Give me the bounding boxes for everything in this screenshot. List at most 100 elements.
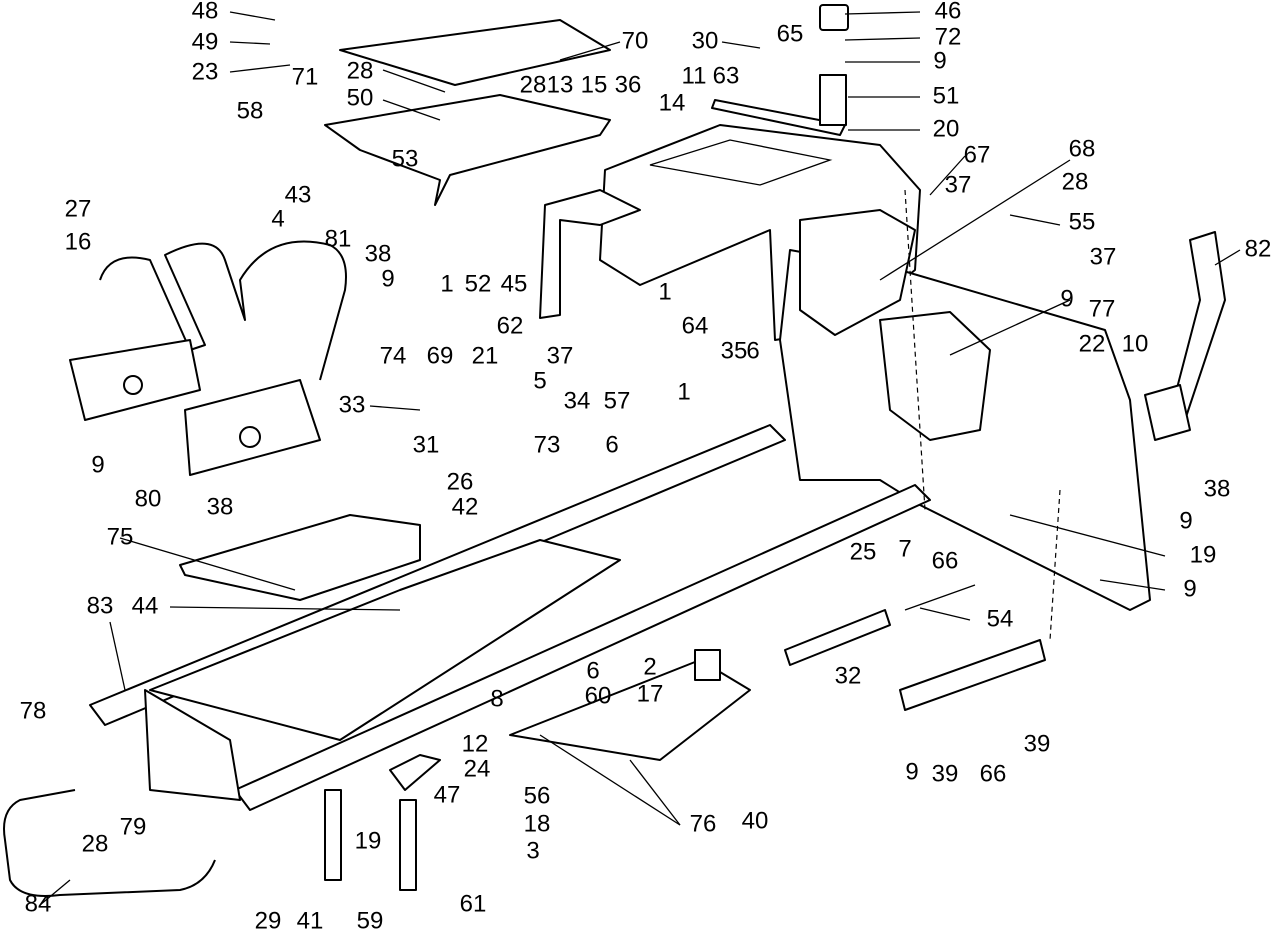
callout: 40 xyxy=(742,807,769,834)
callout: 57 xyxy=(604,387,631,414)
callout: 77 xyxy=(1089,295,1116,322)
callout: 32 xyxy=(835,662,862,689)
bracket-66 xyxy=(784,609,891,666)
callout: 9 xyxy=(381,265,394,292)
callout: 18 xyxy=(524,810,551,837)
callout: 74 xyxy=(380,342,407,369)
callout: 62 xyxy=(497,312,524,339)
callout: 11 xyxy=(682,62,707,89)
callout: 12 xyxy=(462,730,489,757)
spring xyxy=(819,74,847,126)
callout: 60 xyxy=(585,682,612,709)
callout: 55 xyxy=(1069,208,1096,235)
callout: 37 xyxy=(547,342,574,369)
callout: 20 xyxy=(933,115,960,142)
front-bumper xyxy=(3,789,216,897)
callout: 42 xyxy=(452,493,479,520)
footrest-left xyxy=(179,514,421,601)
callout: 37 xyxy=(945,171,972,198)
callout: 48 xyxy=(192,0,219,24)
callout: 38 xyxy=(207,493,234,520)
callout: 28 xyxy=(520,71,547,98)
callout: 63 xyxy=(713,62,740,89)
footrest-right xyxy=(509,659,751,761)
steering-bracket xyxy=(539,189,641,319)
callout: 6 xyxy=(605,431,618,458)
callout: 37 xyxy=(1090,243,1117,270)
roll-bar xyxy=(99,240,347,381)
callout: 6 xyxy=(586,657,599,684)
callout: 41 xyxy=(297,907,324,934)
frame-rail-right xyxy=(234,484,931,811)
callout: 76 xyxy=(690,810,717,837)
callout: 71 xyxy=(292,63,319,90)
callout: 46 xyxy=(935,0,962,24)
callout: 16 xyxy=(65,228,92,255)
seat-plate xyxy=(339,19,611,86)
callout: 61 xyxy=(460,890,487,917)
callout: 31 xyxy=(413,431,440,458)
callout: 2 xyxy=(643,653,656,680)
callout: 70 xyxy=(622,27,649,54)
callout: 47 xyxy=(434,781,461,808)
callout: 72 xyxy=(935,23,962,50)
callout: 49 xyxy=(192,28,219,55)
leader-lines xyxy=(39,11,1241,906)
callout: 24 xyxy=(464,755,491,782)
callout: 10 xyxy=(1122,330,1149,357)
front-axle-support xyxy=(144,689,241,801)
callout: 29 xyxy=(255,907,282,934)
callout: 28 xyxy=(1062,168,1089,195)
callout: 9 xyxy=(91,451,104,478)
callout: 66 xyxy=(980,760,1007,787)
callout: 26 xyxy=(447,468,474,495)
callout: 56 xyxy=(524,782,551,809)
callout: 50 xyxy=(347,84,374,111)
callout: 34 xyxy=(564,387,591,414)
callout: 79 xyxy=(120,813,147,840)
callout: 68 xyxy=(1069,135,1096,162)
callout: 59 xyxy=(357,907,384,934)
top-bar xyxy=(711,99,846,136)
callout: 39 xyxy=(1024,730,1051,757)
callout: 44 xyxy=(132,592,159,619)
callout: 66 xyxy=(932,547,959,574)
callout: 9 xyxy=(1179,507,1192,534)
callout-labels: 48 49 23 58 70 71 28 50 28 13 15 36 30 6… xyxy=(20,0,1272,934)
pin-59 xyxy=(324,789,342,881)
callout: 28 xyxy=(82,830,109,857)
callout: 3 xyxy=(526,837,539,864)
callout: 9 xyxy=(1183,575,1196,602)
callout: 53 xyxy=(392,145,419,172)
callout: 75 xyxy=(107,523,134,550)
callout: 30 xyxy=(692,27,719,54)
callout: 1 xyxy=(440,270,453,297)
callout: 9 xyxy=(905,758,918,785)
callout: 17 xyxy=(637,680,664,707)
callout: 69 xyxy=(427,342,454,369)
callout: 1 xyxy=(677,378,690,405)
callout: 73 xyxy=(534,431,561,458)
callout: 19 xyxy=(355,827,382,854)
callout: 1 xyxy=(658,278,671,305)
callout: 15 xyxy=(581,71,608,98)
callout: 27 xyxy=(65,195,92,222)
callout: 33 xyxy=(339,391,366,418)
battery-box xyxy=(799,209,916,336)
callout: 38 xyxy=(365,240,392,267)
callout: 43 xyxy=(285,181,312,208)
callout: 23 xyxy=(192,58,219,85)
callout: 7 xyxy=(898,535,911,562)
callout: 45 xyxy=(501,270,528,297)
callout: 21 xyxy=(472,342,499,369)
seat-bracket xyxy=(324,94,611,206)
callout: 38 xyxy=(1204,475,1231,502)
callout: 84 xyxy=(25,890,52,917)
callout: 81 xyxy=(325,225,352,252)
callout: 39 xyxy=(932,760,959,787)
pedal-plate xyxy=(1144,384,1191,441)
knob xyxy=(819,4,849,31)
callout: 5 xyxy=(533,367,546,394)
callout: 9 xyxy=(933,47,946,74)
callout: 35 xyxy=(721,337,748,364)
